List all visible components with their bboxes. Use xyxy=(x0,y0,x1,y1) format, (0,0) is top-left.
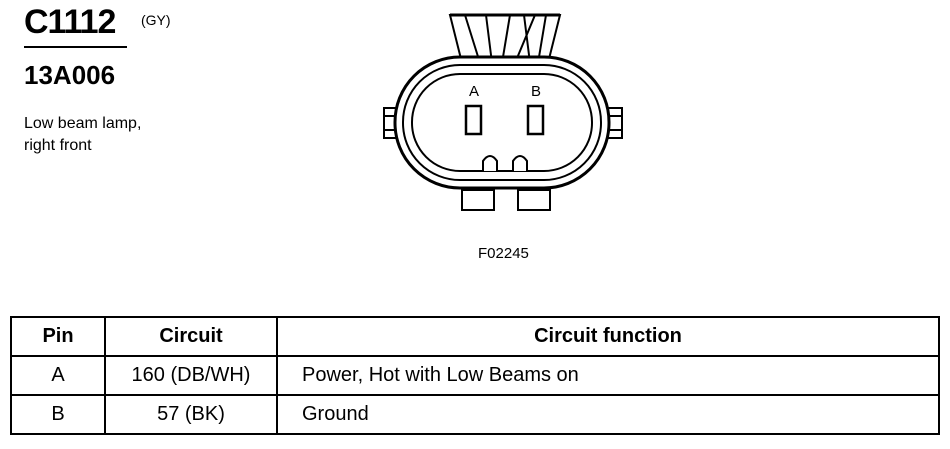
housing-middle xyxy=(402,64,602,181)
cell-pin: B xyxy=(10,394,106,435)
table-row: B 57 (BK) Ground xyxy=(10,394,940,435)
header-circuit-function: Circuit function xyxy=(276,316,940,357)
title-underline xyxy=(24,46,127,48)
cell-function: Ground xyxy=(276,394,940,435)
header-circuit: Circuit xyxy=(104,316,278,357)
color-code: (GY) xyxy=(141,12,171,28)
table-row: A 160 (DB/WH) Power, Hot with Low Beams … xyxy=(10,355,940,396)
key-bump-left xyxy=(482,155,498,171)
connector-face-diagram: A B xyxy=(383,13,623,211)
table-header-row: Pin Circuit Circuit function xyxy=(10,316,940,357)
cell-pin: A xyxy=(10,355,106,396)
cell-circuit: 57 (BK) xyxy=(104,394,278,435)
pin-a-label: A xyxy=(469,83,479,100)
pin-table: Pin Circuit Circuit function A 160 (DB/W… xyxy=(10,316,940,435)
cell-circuit: 160 (DB/WH) xyxy=(104,355,278,396)
cell-function: Power, Hot with Low Beams on xyxy=(276,355,940,396)
description-line-1: Low beam lamp, xyxy=(24,115,142,132)
key-bump-right xyxy=(512,155,528,171)
housing-inner xyxy=(411,73,593,172)
pin-a-terminal xyxy=(464,104,483,136)
pin-b-terminal xyxy=(526,104,545,136)
description-line-2: right front xyxy=(24,137,92,154)
header-pin: Pin xyxy=(10,316,106,357)
figure-code: F02245 xyxy=(478,245,529,262)
pin-b-label: B xyxy=(531,83,541,100)
connector-id: C1112 xyxy=(24,3,116,41)
housing-outer xyxy=(393,55,611,190)
part-number: 13A006 xyxy=(24,60,116,90)
